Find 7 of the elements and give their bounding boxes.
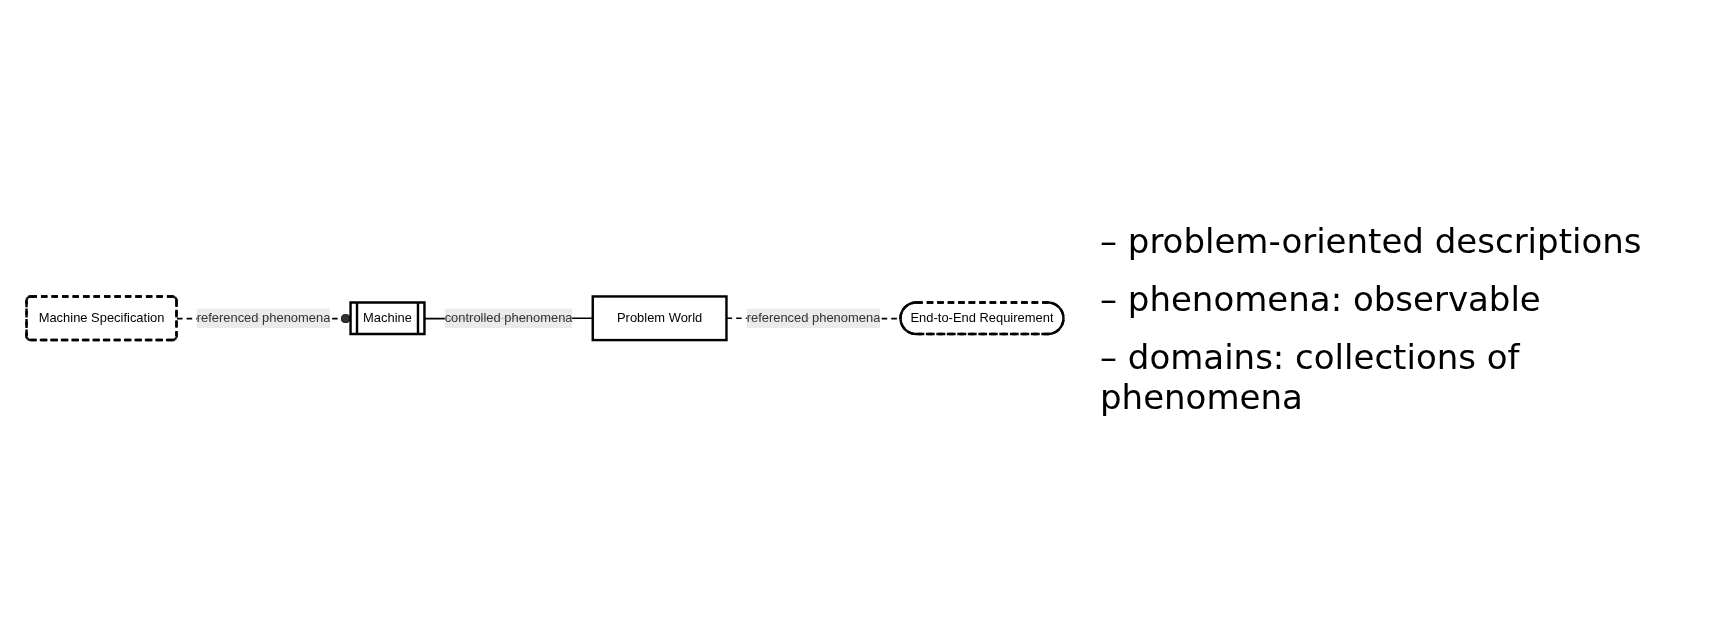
bullet-point: – phenomena: observable xyxy=(1100,278,1542,319)
edge-label: controlled phenomena xyxy=(444,311,573,325)
node-box: Problem World xyxy=(591,295,728,342)
edge-label: referenced phenomena xyxy=(196,311,331,325)
edge-label: referenced phenomena xyxy=(746,311,881,325)
bullet-point: – problem-oriented descriptions xyxy=(1100,220,1643,261)
bullet-point: – domains: collections of phenomena xyxy=(1100,336,1521,417)
